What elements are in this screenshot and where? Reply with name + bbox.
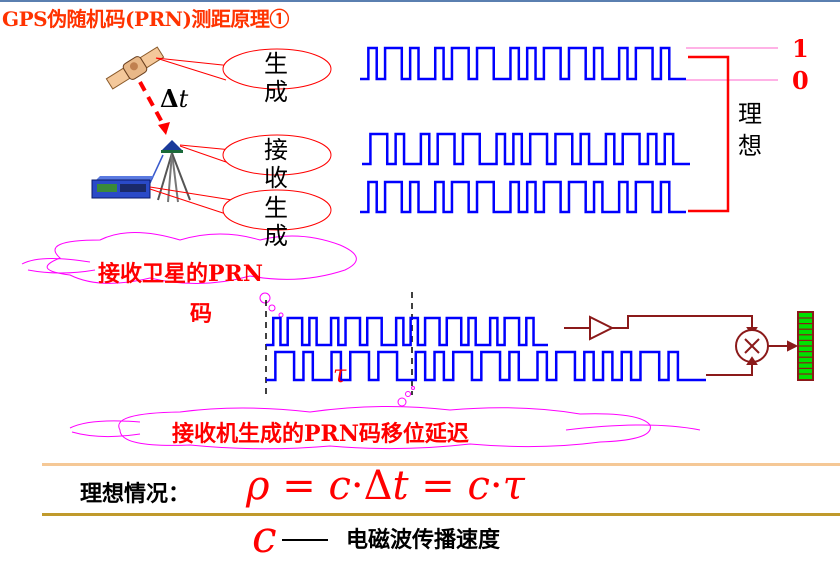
level-1-label: 1 xyxy=(792,34,809,63)
correlation-meter-icon xyxy=(797,311,814,381)
cloud-shift-delay-label: 接收机生成的PRN码移位延迟 xyxy=(172,421,469,447)
delta-t-label: Δt xyxy=(160,84,189,113)
rule-top xyxy=(42,463,840,466)
speed-description: 电磁波传播速度 xyxy=(346,528,501,553)
callout-receiver-generate xyxy=(149,186,332,231)
ideal-case-label: 理想情况： xyxy=(80,482,191,507)
ideal-bracket xyxy=(688,55,730,213)
receiver-generate-label: 生成 xyxy=(264,194,288,250)
received-prn-waveform xyxy=(360,180,686,214)
antenna-tripod-icon xyxy=(149,140,191,203)
signal-arrowhead-icon xyxy=(158,122,170,135)
level-0-label: 0 xyxy=(792,66,809,95)
shifted-replica-waveform xyxy=(266,350,706,382)
signal-path-dashed xyxy=(138,81,165,125)
received-signal-waveform xyxy=(266,316,548,347)
cloud-received-prn-line1: 接收卫星的PRN xyxy=(98,261,263,287)
satellite-icon xyxy=(105,46,165,90)
rule-bottom xyxy=(42,513,840,516)
callout-satellite-generate xyxy=(155,48,332,90)
ideal-label: 理想 xyxy=(738,100,762,160)
receiver-generated-waveform xyxy=(362,132,690,166)
top-border xyxy=(0,0,840,2)
gps-receiver-icon xyxy=(91,176,154,199)
callout-receive xyxy=(179,134,332,176)
amplifier-triangle-icon xyxy=(589,315,615,341)
tau-label: τ xyxy=(333,360,347,388)
satellite-prn-waveform xyxy=(360,46,686,81)
correlator-circuit xyxy=(564,315,799,376)
cloud-received-prn-line2: 码 xyxy=(190,301,213,327)
range-formula: ρ = c·Δt = c·τ xyxy=(246,463,525,509)
speed-variable: c xyxy=(252,512,277,563)
slide-title: GPS伪随机码(PRN)测距原理① xyxy=(2,7,289,31)
receive-label: 接收 xyxy=(264,136,288,192)
em-dash xyxy=(282,539,328,541)
satellite-generate-label: 生成 xyxy=(264,50,288,106)
thought-cloud-received-prn xyxy=(21,232,357,318)
thought-cloud-shift-delay xyxy=(69,386,701,450)
